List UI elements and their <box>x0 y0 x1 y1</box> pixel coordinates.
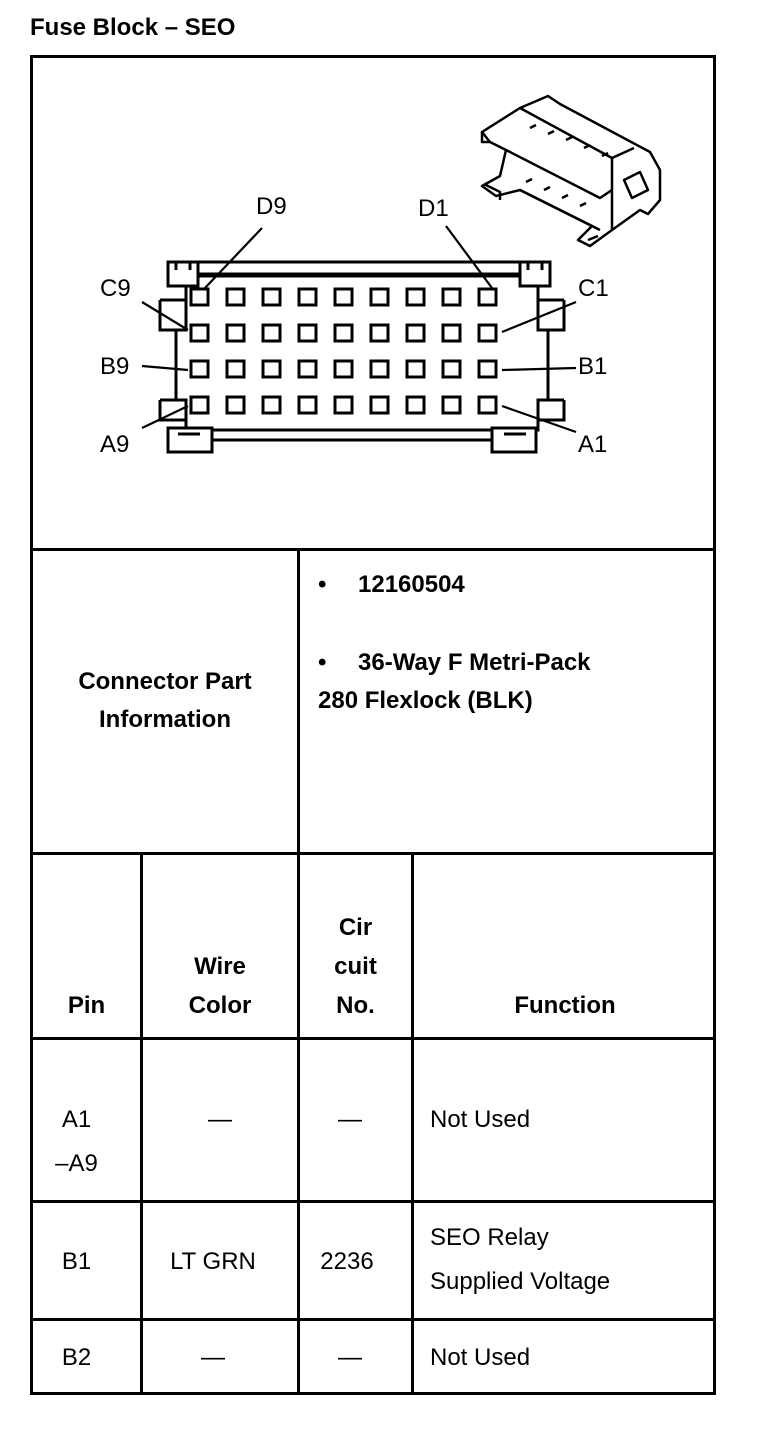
pin-cavity-b3 <box>405 359 426 379</box>
pin-cavity-c9 <box>189 323 210 343</box>
pin-cavity-a1 <box>477 395 498 415</box>
pin-label-b9: B9 <box>100 353 129 380</box>
pin-cavity-d7 <box>261 287 282 307</box>
bullet: • <box>318 571 327 598</box>
pin-cavity-b8 <box>225 359 246 379</box>
connector-type-line1: 36-Way F Metri-Pack <box>358 649 591 676</box>
pin-label-d9: D9 <box>256 193 287 220</box>
part-number: 12160504 <box>358 571 465 598</box>
pin-cavity-d6 <box>297 287 318 307</box>
pin-cavity-b5 <box>333 359 354 379</box>
pin-cavity-b1 <box>477 359 498 379</box>
pin-cavity-a4 <box>369 395 390 415</box>
divider <box>140 852 143 1395</box>
bullet: • <box>318 649 327 676</box>
header-pin: Pin <box>67 992 106 1019</box>
pin-cavity-c8 <box>225 323 246 343</box>
pin-cavity-a2 <box>441 395 462 415</box>
divider <box>411 852 414 1395</box>
page-title: Fuse Block – SEO <box>30 14 236 41</box>
connector-3d-icon <box>480 94 662 248</box>
table-row-3-wire: — <box>201 1344 225 1371</box>
divider <box>30 548 716 551</box>
connector-info-item: • 12160504 <box>318 566 708 604</box>
pin-cavity-c2 <box>441 323 462 343</box>
pin-cavity-c7 <box>261 323 282 343</box>
pin-cavity-a8 <box>225 395 246 415</box>
pin-cavity-a5 <box>333 395 354 415</box>
connector-type-line2: 280 Flexlock (BLK) <box>318 687 533 714</box>
connector-info-label: Connector Part Information <box>33 663 297 739</box>
connector-diagram: D9 D1 C9 C1 B9 B1 A9 A1 <box>100 94 662 458</box>
pin-cavity-b4 <box>369 359 390 379</box>
header-circuit-no: Cir cuit No. <box>334 914 377 1019</box>
pin-cavity-a6 <box>297 395 318 415</box>
divider <box>30 852 716 855</box>
pin-cavity-b2 <box>441 359 462 379</box>
divider <box>30 1318 716 1321</box>
table-row-3-pin: B2 <box>61 1344 92 1371</box>
pin-cavity-d1 <box>477 287 498 307</box>
divider <box>30 1200 716 1203</box>
pin-cavity-c3 <box>405 323 426 343</box>
table-row-1-function: Not Used <box>430 1106 531 1133</box>
table-row-2-wire: LT GRN <box>170 1248 256 1275</box>
pin-cavity-c5 <box>333 323 354 343</box>
pin-label-a1: A1 <box>578 431 607 458</box>
table-row-1-wire: — <box>208 1106 232 1133</box>
pin-cavity-d3 <box>405 287 426 307</box>
divider <box>297 548 300 1395</box>
connector-info-label-line2: Information <box>99 706 231 733</box>
pin-cavity-a9 <box>189 395 210 415</box>
pin-cavity-c4 <box>369 323 390 343</box>
pin-cavity-c1 <box>477 323 498 343</box>
header-wire-color: Wire Color <box>188 953 252 1019</box>
connector-info-label-line1: Connector Part <box>78 668 252 695</box>
pin-cavity-a7 <box>261 395 282 415</box>
table-row-2-circuit: 2236 <box>320 1248 374 1275</box>
pin-cavity-d8 <box>225 287 246 307</box>
pin-cavity-d4 <box>369 287 390 307</box>
table-row-2-pin: B1 <box>61 1248 92 1275</box>
pin-cavity-d2 <box>441 287 462 307</box>
pin-cavities <box>189 287 498 415</box>
pin-cavity-b7 <box>261 359 282 379</box>
table-row-3-function: Not Used <box>430 1344 531 1371</box>
pin-label-d1: D1 <box>418 195 449 222</box>
table-row-1-circuit: — <box>338 1106 362 1133</box>
connector-face <box>158 260 566 454</box>
pin-leader-lines <box>141 225 577 434</box>
divider <box>30 1037 716 1040</box>
pin-cavity-d9 <box>189 287 210 307</box>
pin-label-c9: C9 <box>100 275 131 302</box>
pin-label-b1: B1 <box>578 353 607 380</box>
pin-label-a9: A9 <box>100 431 129 458</box>
header-function: Function <box>514 992 616 1019</box>
table-row-3-circuit: — <box>338 1344 362 1371</box>
pin-cavity-d5 <box>333 287 354 307</box>
connector-info-item: • 36-Way F Metri-Pack 280 Flexlock (BLK) <box>318 644 708 720</box>
connector-table <box>30 55 716 1395</box>
pin-cavity-b9 <box>189 359 210 379</box>
table-row-2-function: SEO Relay Supplied Voltage <box>430 1224 611 1295</box>
pin-cavity-a3 <box>405 395 426 415</box>
pin-cavity-b6 <box>297 359 318 379</box>
pin-label-c1: C1 <box>578 275 609 302</box>
pin-cavity-c6 <box>297 323 318 343</box>
table-row-1-pin: A1 –A9 <box>55 1106 98 1177</box>
